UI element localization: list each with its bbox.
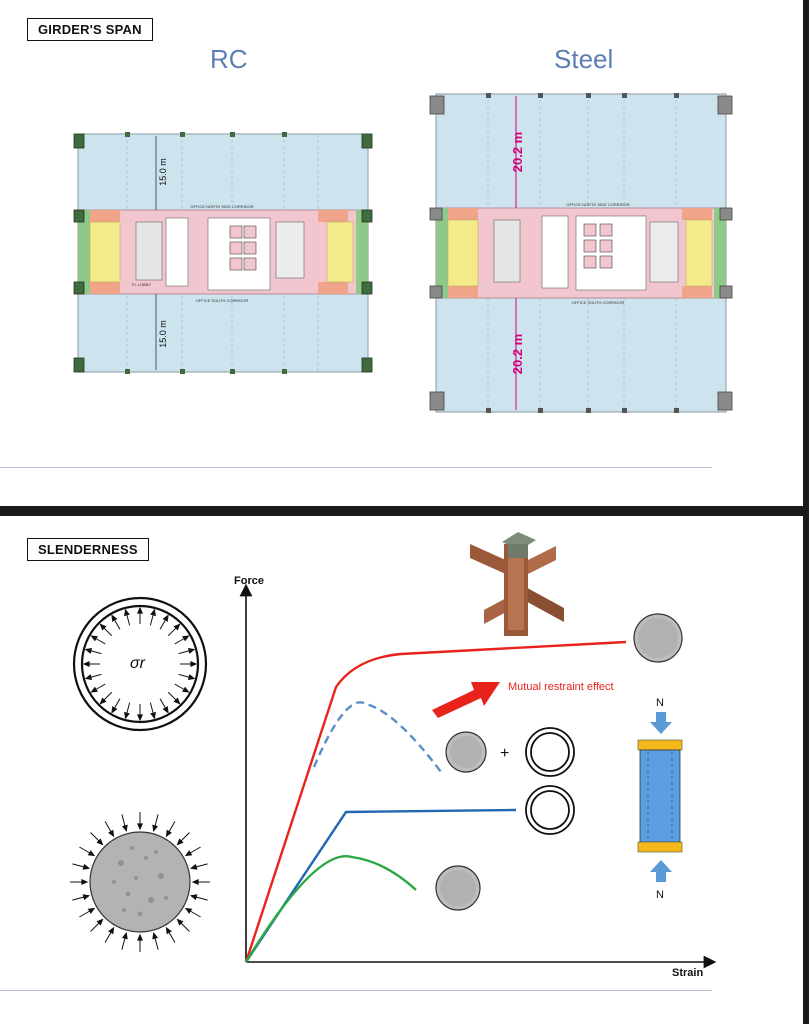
- rc-corridor-south: OFFICE SOUTH CORRIDOR: [196, 298, 249, 303]
- pressure-arrowhead: [111, 614, 118, 622]
- page-edge: [803, 0, 809, 1024]
- concrete-disc-top: [633, 613, 683, 663]
- n-bottom-label: N: [656, 889, 664, 901]
- steel-ring-mid: [525, 727, 575, 777]
- curve-confined: [244, 640, 627, 963]
- rc-dim-bottom: 15.0 m: [158, 320, 168, 348]
- curve-sum-dashed: [312, 701, 442, 773]
- steel-title: Steel: [554, 44, 614, 74]
- pressure-arrowhead: [136, 606, 144, 614]
- pressure-arrowhead: [162, 706, 169, 714]
- pressure-arrowhead: [96, 838, 104, 846]
- pressure-arrowhead: [182, 635, 190, 642]
- steel-ring-lower: [525, 785, 575, 835]
- steel-floor-plan: OFFICE NORTH SIDE CORRIDOR OFFICE SOUTH …: [429, 93, 733, 413]
- pressure-arrowhead: [124, 608, 130, 617]
- pressure-arrowhead: [90, 635, 98, 642]
- slide-divider: [0, 506, 809, 516]
- pressure-arrowhead: [189, 863, 198, 870]
- pressure-arrowhead: [87, 907, 96, 914]
- pressure-arrowhead: [121, 824, 128, 833]
- rc-corridor-north: OFFICE NORTH SIDE CORRIDOR: [190, 204, 253, 209]
- pressure-arrowhead: [84, 648, 93, 654]
- concrete-disc-mid: [445, 731, 487, 773]
- pressure-arrowhead: [187, 674, 196, 680]
- pressure-arrowhead: [136, 933, 144, 941]
- y-axis-label: Force: [234, 575, 264, 587]
- pressure-arrowhead: [121, 931, 128, 940]
- sigma-r-label: σr: [130, 655, 146, 672]
- pressure-arrowhead: [99, 697, 107, 705]
- pressure-arrowhead: [124, 711, 130, 720]
- rc-fl-lobby: FL LOBBY: [132, 282, 151, 287]
- n-top-label: N: [656, 697, 664, 709]
- pressure-arrowhead: [82, 660, 90, 668]
- pressure-arrowhead: [82, 863, 91, 870]
- pressure-arrowhead: [111, 706, 118, 714]
- pressure-arrowhead: [152, 931, 159, 940]
- beam-column-joint-illustration: [470, 532, 564, 636]
- pressure-arrowhead: [108, 926, 115, 935]
- concrete-pressure-diagram: [70, 812, 210, 952]
- restraint-label: Mutual restraint effect: [508, 681, 614, 693]
- pressure-arrowhead: [184, 907, 193, 914]
- steel-corridor-south: OFFICE SOUTH CORRIDOR: [572, 300, 625, 305]
- pressure-arrowhead: [81, 878, 89, 886]
- pressure-arrowhead: [191, 878, 199, 886]
- steel-dim-top: 20.2 m: [510, 132, 525, 172]
- load-arrow-bottom: [650, 860, 672, 882]
- pressure-arrowhead: [150, 711, 156, 720]
- pressure-arrowhead: [136, 823, 144, 831]
- pressure-arrowhead: [152, 824, 159, 833]
- pressure-arrowhead: [82, 894, 91, 901]
- slide-girders-span: GIRDER'S SPAN RC Steel OFFICE NORTH SIDE…: [0, 0, 803, 506]
- pressure-arrowhead: [176, 838, 184, 846]
- section-tag: GIRDER'S SPAN: [27, 18, 153, 41]
- pressure-arrowhead: [173, 623, 181, 631]
- curve-plain-concrete: [244, 855, 417, 963]
- pressure-arrowhead: [182, 686, 190, 693]
- pressure-arrowhead: [99, 623, 107, 631]
- pressure-arrowhead: [90, 686, 98, 693]
- steel-dim-bottom: 20.2 m: [510, 334, 525, 374]
- pressure-arrowhead: [96, 918, 104, 926]
- steel-corridor-north: OFFICE NORTH SIDE CORRIDOR: [566, 202, 629, 207]
- pressure-arrowhead: [108, 829, 115, 838]
- footer-rule: [0, 467, 712, 468]
- rc-floor-plan: OFFICE NORTH SIDE CORRIDOR OFFICE SOUTH …: [73, 132, 373, 374]
- confinement-ring-diagram: σr: [72, 596, 208, 732]
- restraint-arrow: [432, 682, 500, 718]
- pressure-arrowhead: [176, 918, 184, 926]
- pressure-arrowhead: [165, 926, 172, 935]
- pressure-arrowhead: [187, 648, 196, 654]
- load-arrow-top: [650, 712, 672, 734]
- pressure-arrowhead: [189, 894, 198, 901]
- rc-dim-top: 15.0 m: [158, 158, 168, 186]
- pressure-arrowhead: [84, 674, 93, 680]
- pressure-arrowhead: [162, 614, 169, 622]
- slide-slenderness: SLENDERNESS σr Force Strain: [0, 516, 803, 1024]
- pressure-arrowhead: [184, 850, 193, 857]
- plus-sign: +: [500, 745, 509, 762]
- pressure-arrowhead: [173, 697, 181, 705]
- pressure-arrowhead: [87, 850, 96, 857]
- section-tag: SLENDERNESS: [27, 538, 149, 561]
- pressure-arrowhead: [165, 829, 172, 838]
- rc-title: RC: [210, 44, 248, 74]
- x-axis-label: Strain: [672, 967, 703, 979]
- pressure-arrowhead: [136, 714, 144, 722]
- concrete-disc-bottom: [435, 865, 481, 911]
- pressure-arrowhead: [190, 660, 198, 668]
- force-strain-chart: Force Strain Mutual restraint effect +: [234, 575, 717, 979]
- footer-rule: [0, 990, 712, 991]
- pressure-arrowhead: [150, 608, 156, 617]
- axial-load-column: N N: [637, 697, 683, 901]
